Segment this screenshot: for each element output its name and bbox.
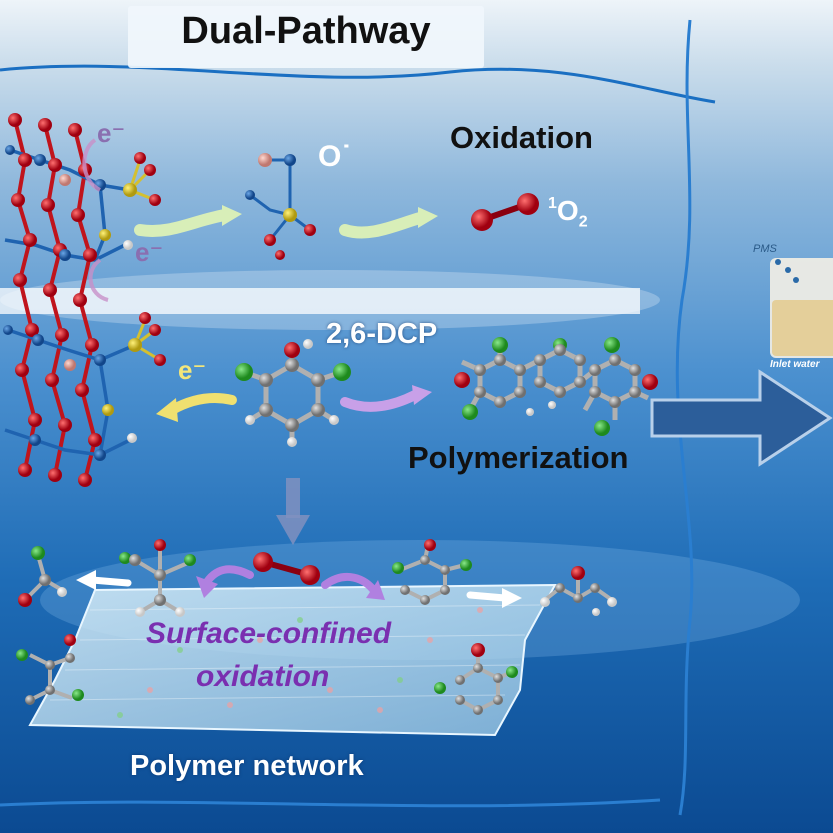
dimer-molecule [454, 337, 658, 436]
oxygen-on-surface [253, 552, 320, 585]
boundary-line-top [0, 64, 716, 104]
arrow-to-radical [134, 209, 231, 237]
arrow-white-right [466, 591, 509, 602]
arrow-down [276, 478, 310, 545]
o-radical-label: O˙ [318, 140, 352, 173]
inlet-water-label: Inlet water [770, 359, 820, 370]
boundary-line-right [675, 19, 694, 816]
boundary-line-bottom [0, 798, 661, 808]
pms-label: PMS [753, 243, 777, 255]
oxidation-fragments [16, 539, 617, 715]
arrow-surface-right [321, 572, 379, 596]
singlet-oxygen-label: 1O2 [548, 195, 588, 232]
electron-label-upper: e⁻ [97, 118, 126, 148]
diagram-title: Dual-Pathway [181, 10, 431, 52]
flow-arrow-right [650, 369, 833, 467]
pms-beaker [770, 258, 833, 358]
dcp-label: 2,6-DCP [326, 318, 438, 350]
singlet-oxygen-base: O [556, 195, 579, 226]
singlet-oxygen-molecule [471, 193, 539, 231]
surface-confined-label: Surface-confined [146, 617, 392, 650]
electron-label-middle: e⁻ [135, 237, 164, 267]
radical-intermediate [245, 153, 316, 260]
singlet-oxygen-superscript: 1 [548, 195, 557, 212]
polymer-sheet [28, 583, 557, 737]
polymer-network-label: Polymer network [130, 750, 364, 782]
arrow-to-polymerization [340, 390, 420, 412]
arrow-white-left [88, 576, 132, 587]
dcp-molecule [235, 339, 351, 447]
polymerization-label: Polymerization [408, 440, 629, 475]
title-box [128, 6, 484, 68]
surface-oxidation-label: oxidation [196, 660, 330, 693]
singlet-oxygen-subscript: 2 [578, 213, 588, 231]
electron-label-lower: e⁻ [178, 355, 207, 385]
catalyst-lattice [3, 113, 166, 487]
oxidation-label: Oxidation [450, 120, 593, 155]
arrow-to-singlet-oxygen [339, 212, 426, 239]
